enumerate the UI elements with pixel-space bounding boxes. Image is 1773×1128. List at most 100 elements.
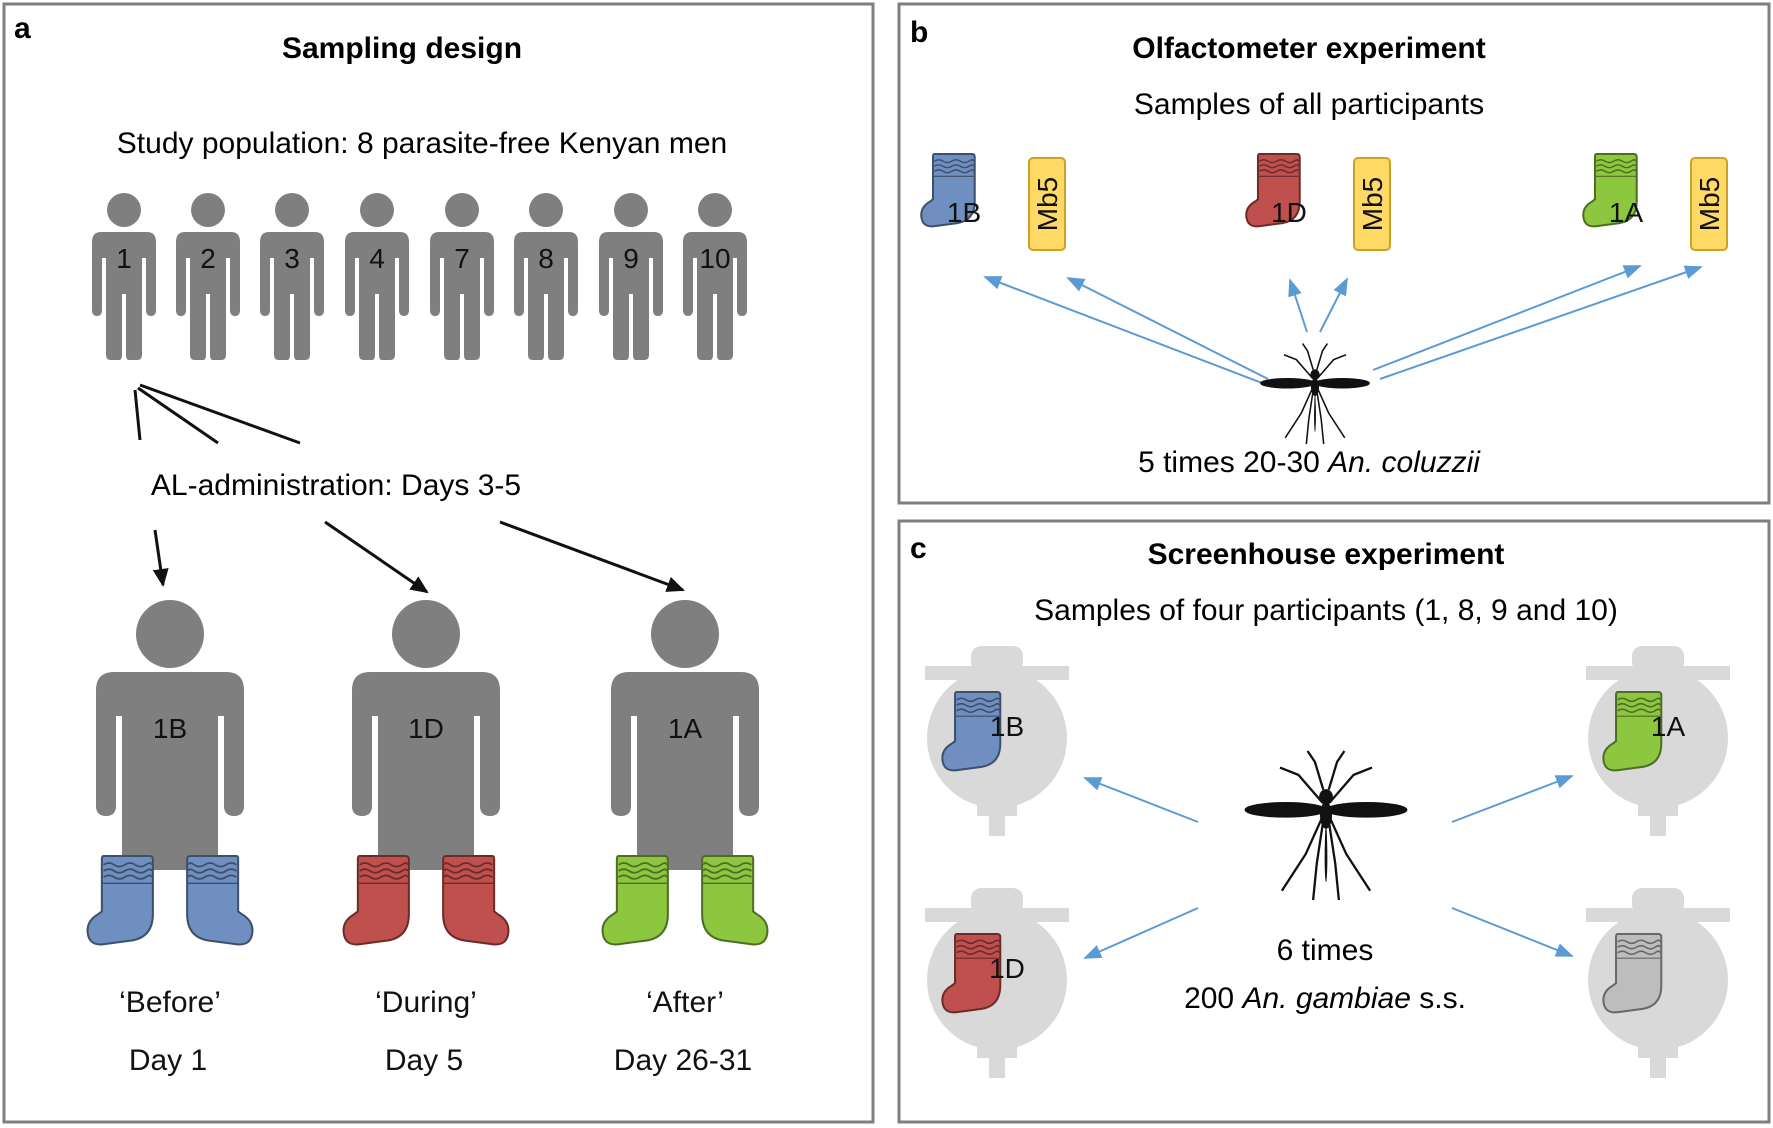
- person-icon: [352, 600, 500, 870]
- olf-arrow: [983, 276, 1263, 384]
- panel-b: b Olfactometer experiment Samples of all…: [897, 2, 1771, 505]
- participant-4: 4: [345, 193, 409, 360]
- participant-3: 3: [260, 193, 324, 360]
- participant-7: 7: [430, 193, 494, 360]
- phase-name: ‘During’: [375, 986, 477, 1019]
- sock-icon: [442, 854, 510, 946]
- olf-arrow: [1066, 277, 1269, 380]
- panel-c-letter: c: [910, 532, 927, 565]
- panel-a-border: [2, 2, 875, 1124]
- participant-number: 10: [699, 243, 730, 274]
- arrow-during: [324, 520, 429, 594]
- phase-name: ‘After’: [646, 986, 724, 1019]
- phase-day: Day 1: [129, 1044, 207, 1077]
- trap-code: 1A: [1651, 711, 1686, 742]
- participant-number: 2: [200, 243, 216, 274]
- screen-arrow: [1083, 777, 1199, 823]
- panel-c: c Screenhouse experiment Samples of four…: [897, 519, 1771, 1124]
- mb5-label: Mb5: [1032, 177, 1063, 231]
- trap-code: 1D: [989, 953, 1025, 984]
- person-icon: [611, 600, 759, 870]
- sock-code: 1A: [1609, 197, 1644, 228]
- mosquito-icon: [1259, 342, 1371, 445]
- panel-a-title: Sampling design: [282, 32, 522, 65]
- arrow-before: [152, 529, 169, 587]
- phase-day: Day 26-31: [614, 1044, 752, 1077]
- trap-1D: 1D: [925, 888, 1069, 1078]
- panel-c-caption-prefix: 200: [1184, 982, 1242, 1015]
- panel-c-caption-line2: 200 An. gambiae s.s.: [1184, 982, 1466, 1015]
- administration-label: AL-administration: Days 3-5: [151, 469, 521, 502]
- panel-b-border: [897, 2, 1771, 505]
- mb5-control: Mb5: [1690, 157, 1728, 251]
- sock-code: 1D: [1271, 197, 1307, 228]
- participant-number: 3: [284, 243, 300, 274]
- screen-arrow: [1083, 907, 1199, 959]
- participant-8: 8: [514, 193, 578, 360]
- sock-icon: [186, 854, 254, 946]
- phase-1B: 1B ‘Before’ Day 1: [86, 600, 254, 1077]
- mb5-label: Mb5: [1357, 177, 1388, 231]
- panel-c-border: [897, 519, 1771, 1124]
- participant-row: 1 2 3 4 7 8 9 10: [92, 193, 747, 360]
- participant-number: 7: [454, 243, 470, 274]
- panel-c-caption-species: An. gambiae: [1240, 982, 1410, 1015]
- olf-sample-1A: 1A Mb5: [1582, 152, 1728, 251]
- participant-9: 9: [599, 193, 663, 360]
- screenhouse-arrows: [1083, 775, 1574, 959]
- participant-1: 1: [92, 193, 156, 360]
- olf-arrow: [1319, 277, 1348, 333]
- person-icon: [176, 193, 240, 360]
- olf-arrow: [1288, 278, 1308, 333]
- screen-arrow: [1451, 775, 1574, 823]
- person-icon: [96, 600, 244, 870]
- participant-10: 10: [683, 193, 747, 360]
- person-icon: [345, 193, 409, 360]
- phase-1D: 1D‘During’Day 5: [342, 600, 510, 1077]
- panel-a-letter: a: [14, 12, 31, 45]
- panel-b-caption-prefix: 5 times 20-30: [1138, 446, 1328, 479]
- person-icon: [92, 193, 156, 360]
- mb5-label: Mb5: [1694, 177, 1725, 231]
- olf-arrow: [1379, 265, 1703, 380]
- panel-b-title: Olfactometer experiment: [1132, 32, 1485, 65]
- panel-b-caption: 5 times 20-30 An. coluzzii: [1138, 446, 1481, 479]
- olf-sample-1D: 1D Mb5: [1245, 152, 1391, 251]
- phase-name: ‘Before’: [119, 986, 221, 1019]
- branch-line-after: [139, 383, 301, 445]
- trap-code: 1B: [990, 711, 1024, 742]
- participant-number: 9: [623, 243, 639, 274]
- arrow-after: [499, 520, 685, 592]
- screen-arrow: [1451, 907, 1574, 957]
- participant-number: 4: [369, 243, 385, 274]
- participant-number: 1: [116, 243, 132, 274]
- phase-1A: 1A ‘After’ Day 26-31: [601, 600, 769, 1077]
- branch-line-during: [137, 386, 219, 445]
- person-icon: [260, 193, 324, 360]
- participant-2: 2: [176, 193, 240, 360]
- panel-c-subtitle: Samples of four participants (1, 8, 9 an…: [1034, 594, 1618, 627]
- branch-line-before: [133, 389, 142, 441]
- trap-1A: 1A: [1586, 646, 1730, 836]
- trap-group: 1B 1A 1D: [925, 646, 1730, 1078]
- person-icon: [683, 193, 747, 360]
- phase-day: Day 5: [385, 1044, 463, 1077]
- trap-control: [1586, 888, 1730, 1078]
- trap-1B: 1B: [925, 646, 1069, 836]
- panel-a: a Sampling design Study population: 8 pa…: [2, 2, 875, 1124]
- phase-code: 1B: [153, 713, 187, 744]
- panel-c-caption-line1: 6 times: [1277, 934, 1374, 967]
- person-icon: [514, 193, 578, 360]
- panel-b-caption-species: An. coluzzii: [1326, 446, 1481, 479]
- branch-lines: [133, 383, 685, 594]
- panel-b-letter: b: [910, 16, 928, 49]
- panel-b-subtitle: Samples of all participants: [1134, 88, 1484, 121]
- olf-arrow: [1372, 265, 1642, 371]
- mb5-control: Mb5: [1028, 157, 1066, 251]
- mosquito-icon: [1243, 749, 1409, 902]
- phase-group: 1B‘Before’Day 11D‘During’Day 51A‘After’D…: [86, 600, 769, 1077]
- panel-c-caption-suffix: s.s.: [1411, 982, 1466, 1015]
- phase-code: 1A: [668, 713, 703, 744]
